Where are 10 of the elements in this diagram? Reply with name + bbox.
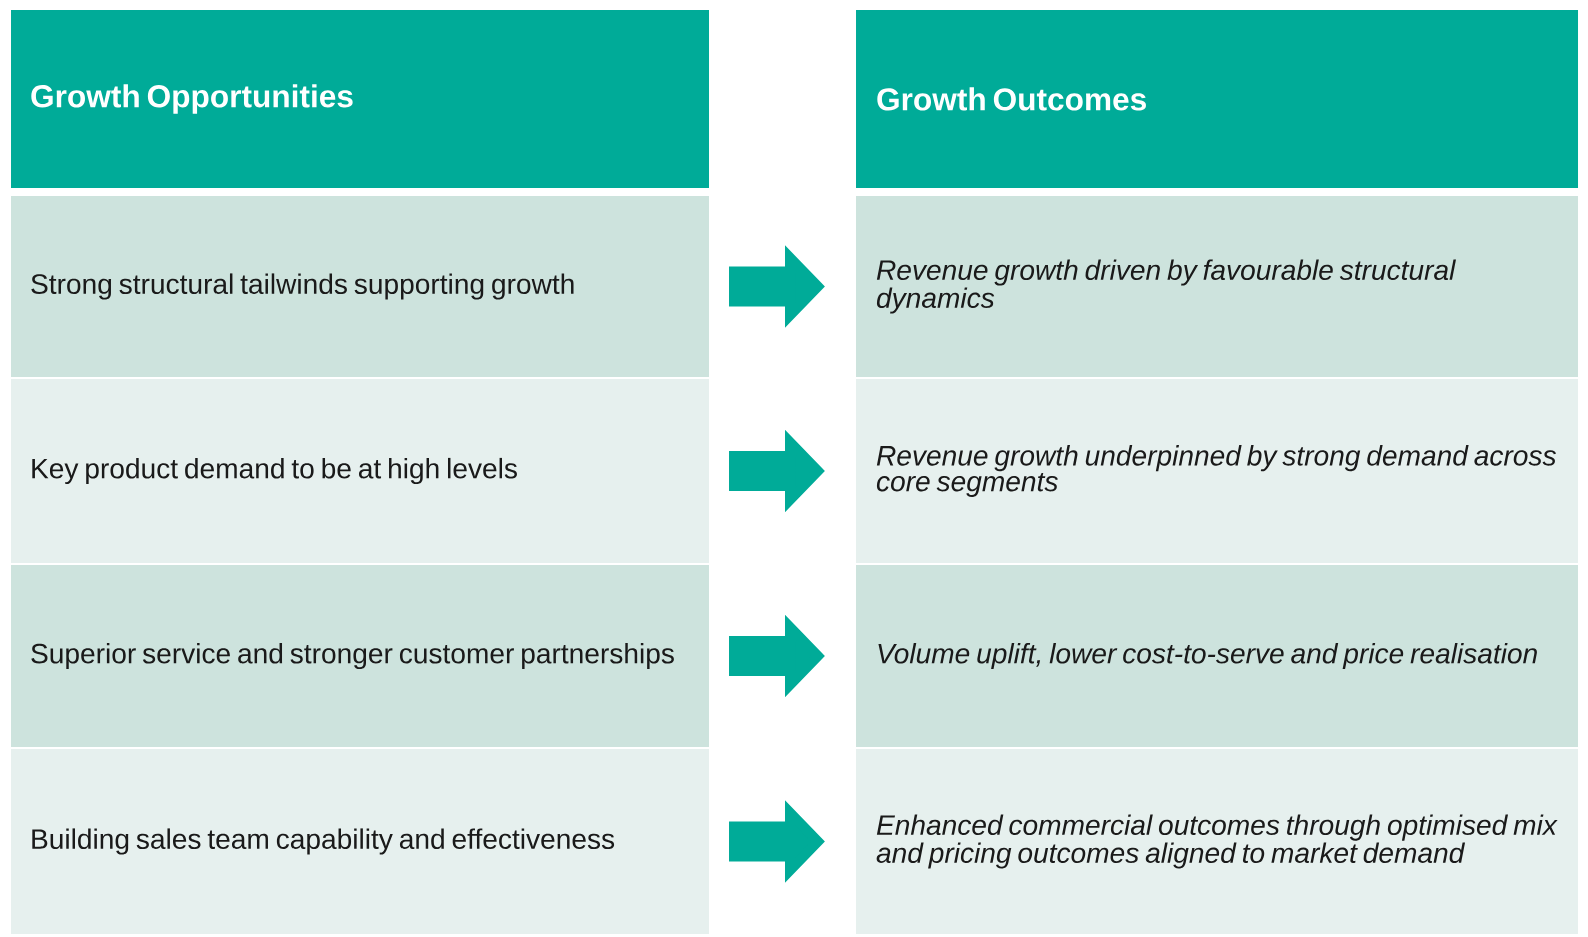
table-cell: Revenue growth driven by favourable structural dynamics: [856, 196, 1578, 377]
table-cell: Key product demand to be at high levels: [11, 379, 709, 563]
table-cell: Volume uplift, lower cost-to-serve and price realisation: [856, 565, 1578, 747]
table-cell: Enhanced commercial outcomes through optimised mix and pricing outcomes aligned to market demand: [856, 749, 1578, 934]
header-cell: Growth Opportunities: [11, 10, 709, 188]
table-cell: Superior service and stronger customer partnerships: [11, 565, 709, 747]
header-cell: Growth Outcomes: [856, 10, 1578, 188]
table-cell: Revenue growth underpinned by strong demand across core segments: [856, 379, 1578, 563]
table-cell: Building sales team capability and effectiveness: [11, 749, 709, 934]
table-cell: Strong structural tailwinds supporting growth: [11, 196, 709, 377]
